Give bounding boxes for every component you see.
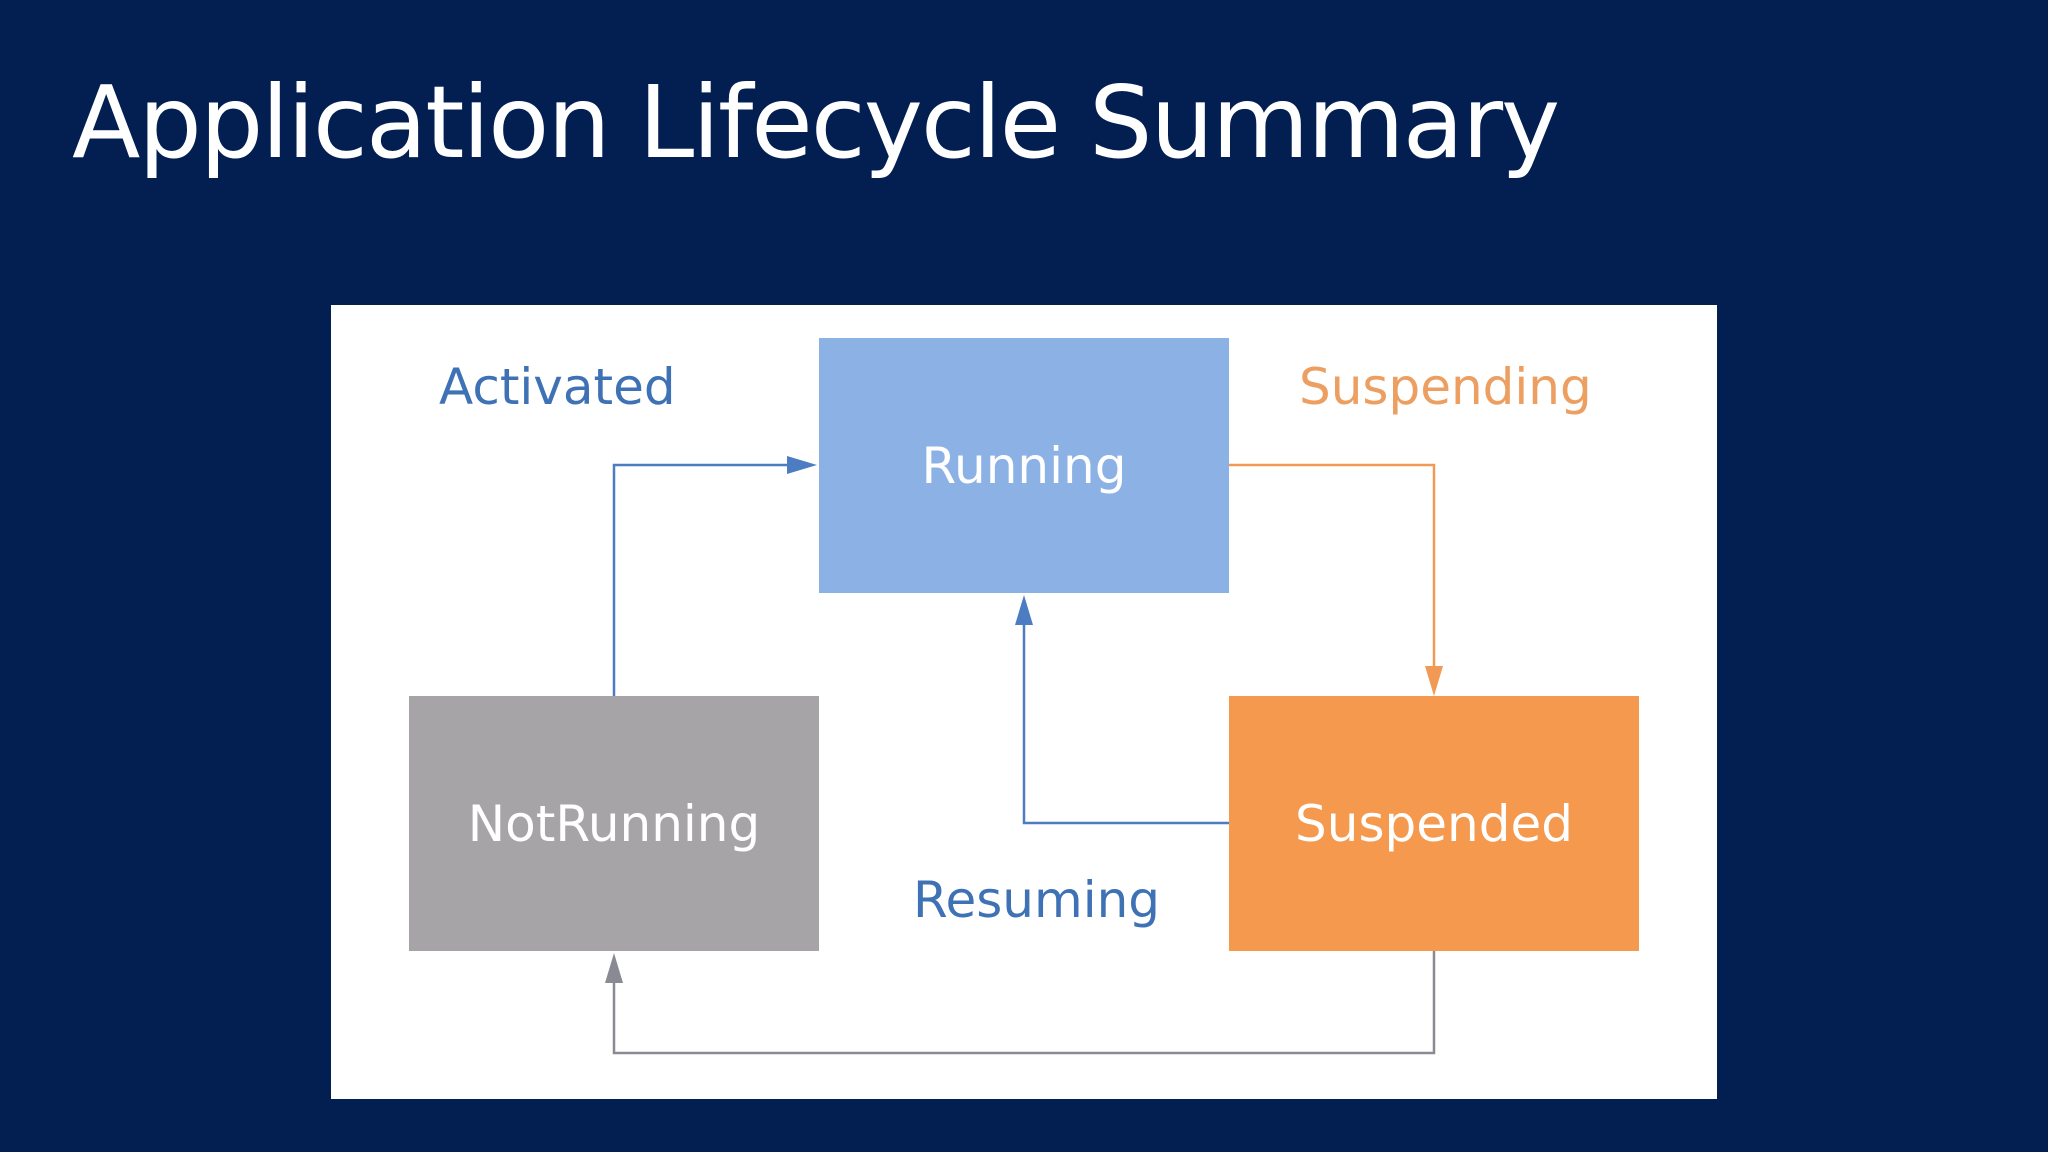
resuming-arrow-line: [1022, 625, 1229, 825]
transition-label-suspending: Suspending: [1299, 358, 1592, 416]
state-notrunning: NotRunning: [409, 696, 819, 951]
state-suspended-label: Suspended: [1295, 794, 1573, 853]
terminated-arrow-line: [612, 951, 1436, 1055]
transition-label-resuming: Resuming: [913, 871, 1161, 929]
suspending-arrowhead: [1425, 666, 1443, 696]
transition-label-activated: Activated: [439, 358, 676, 416]
diagram-connectors: [605, 456, 1443, 1055]
slide-title: Application Lifecycle Summary: [72, 64, 1560, 181]
lifecycle-diagram: Running NotRunning Suspended Activated S…: [331, 305, 1717, 1099]
activated-arrowhead: [787, 456, 817, 474]
terminated-arrowhead: [605, 953, 623, 983]
state-suspended: Suspended: [1229, 696, 1639, 951]
resuming-arrowhead: [1015, 595, 1033, 625]
state-running-label: Running: [921, 436, 1127, 495]
state-running: Running: [819, 338, 1229, 593]
state-notrunning-label: NotRunning: [467, 794, 761, 853]
activated-arrow-line: [612, 463, 787, 696]
suspending-arrow-line: [1229, 463, 1436, 666]
